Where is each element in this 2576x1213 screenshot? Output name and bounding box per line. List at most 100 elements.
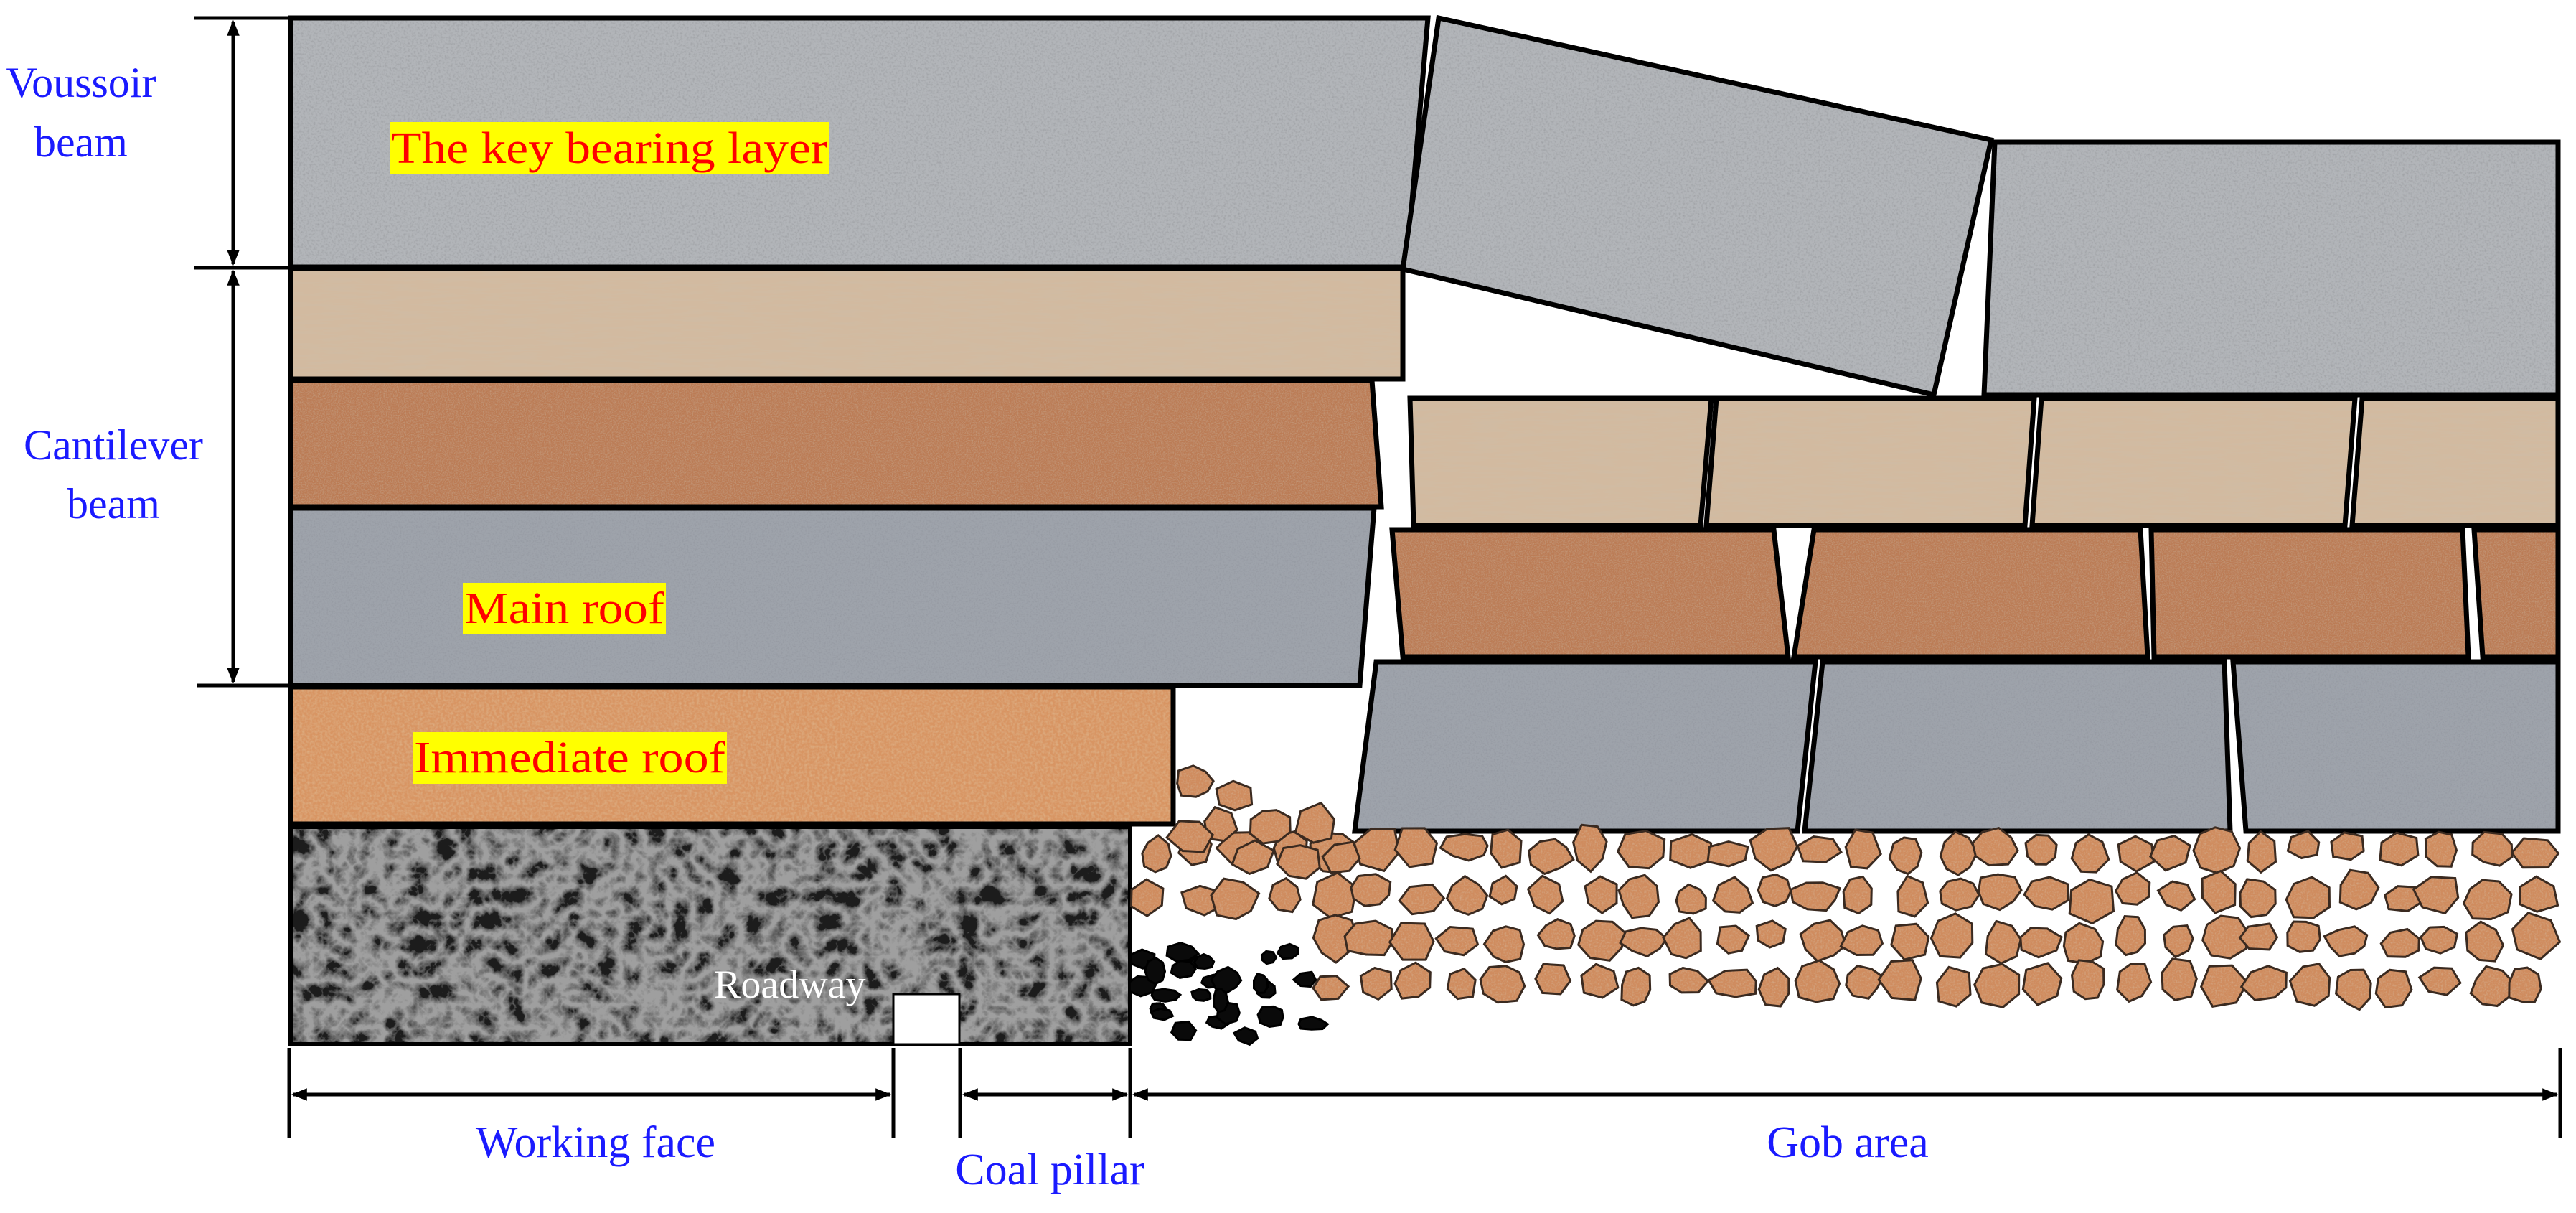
gob-rock-outline (1755, 919, 1787, 949)
gob-rock (2163, 925, 2194, 957)
gob-rock-outline (2070, 959, 2105, 1001)
gob-rock-outline (1716, 924, 1751, 955)
gob-rock (1790, 882, 1841, 911)
gob-rock (2472, 832, 2513, 866)
gob-rock (1295, 802, 1335, 843)
gob-rock-outline (1534, 963, 1572, 996)
gob-rock-outline (1877, 959, 1922, 1001)
gob-rock (1480, 965, 1525, 1003)
gob-rock-outline (1294, 801, 1336, 844)
gob-rock (1758, 874, 1791, 907)
gob-rock (2420, 927, 2458, 954)
gob-rock (1447, 968, 1476, 999)
coal-fragment-outline (1150, 1007, 1175, 1021)
gob-rock-outline (1165, 820, 1215, 853)
gob-rock (1211, 879, 1259, 919)
gob-rock (2162, 958, 2197, 1001)
gob-rock (1399, 884, 1444, 914)
gob-rock (2202, 871, 2236, 913)
main-roof-label: Main roof (464, 584, 664, 633)
gob-rock (1940, 879, 1979, 911)
gob-rock-outline (2246, 830, 2277, 874)
gob-rock (2331, 832, 2364, 860)
gob-rock (2425, 832, 2457, 867)
gob-rock (1841, 925, 1883, 955)
gob-rock (1846, 965, 1884, 999)
coal-fragment-outline (1144, 956, 1167, 985)
coal-seam (288, 825, 1132, 1046)
gob-rock (1345, 921, 1393, 955)
gob-rock (1167, 820, 1213, 852)
gob-rock (2150, 835, 2191, 871)
coal-fragment (1167, 942, 1199, 962)
gob-rock (2239, 879, 2276, 917)
gob-rock-outline (1935, 965, 1972, 1008)
gob-rock (2194, 827, 2240, 874)
gob-rock (1312, 873, 1356, 918)
gob-rock-outline (2412, 876, 2460, 915)
gob-rock-outline (1312, 914, 1359, 964)
gob-rock-outline (2070, 833, 2110, 874)
gob-rock (2026, 835, 2057, 865)
gob-rock (1759, 968, 1789, 1006)
gob-rock (2381, 929, 2420, 957)
gob-rock (1354, 829, 1399, 871)
gob-rock-outline (1794, 959, 1841, 1003)
grey-block-row (1352, 659, 2561, 834)
voussoir-label-line1: Voussoir (6, 59, 156, 106)
gob-rock (1985, 921, 2021, 964)
gob-area-label: Gob area (1767, 1118, 1928, 1167)
gob-rock-outline (1141, 833, 1172, 874)
gob-rock (1708, 841, 1748, 866)
gob-rock (1142, 835, 1171, 872)
gob-rock-outline (1842, 875, 1873, 915)
gob-rock-outline (2374, 968, 2413, 1009)
gob-rock (2463, 880, 2512, 919)
gob-rock-outline (2023, 876, 2069, 911)
coal-fragment (1151, 1008, 1173, 1020)
gob-rock (2324, 926, 2367, 957)
gob-rock (1617, 830, 1665, 868)
gob-rock-outline (2288, 963, 2331, 1007)
gob-rock (1585, 876, 1617, 913)
gob-rock-outline (1668, 966, 1710, 994)
gob-rock (2419, 968, 2460, 996)
coal-fragment-outline (1193, 952, 1216, 970)
coal-fragment (1171, 960, 1196, 978)
cantilever-layer-brown (288, 378, 1384, 510)
gob-rock-outline (2335, 968, 2372, 1011)
coal-fragment (1213, 988, 1228, 1012)
gob-rock (1797, 836, 1841, 862)
gob-rock-outline (2021, 962, 2063, 1006)
gob-rock (1447, 876, 1487, 915)
gob-rock-outline (1231, 839, 1276, 876)
gob-rock-outline (1388, 922, 1435, 961)
gob-rock (1350, 874, 1391, 907)
coal-fragment (1261, 951, 1277, 964)
coal-fragment-outline (1165, 942, 1200, 963)
gob-rock (1312, 975, 1349, 1000)
gob-rock (1395, 963, 1431, 999)
gob-rock (2158, 881, 2195, 911)
gob-rock-outline (1977, 873, 2023, 912)
gob-rock (2336, 970, 2371, 1010)
gob-rock-outline (1929, 912, 1974, 959)
gob-rock (2072, 960, 2104, 999)
gob-rock (1879, 960, 1922, 1001)
gob-rock (1389, 923, 1434, 960)
coal-fragment (1191, 989, 1211, 1001)
gob-rock-outline (2379, 831, 2420, 867)
gob-rock (1250, 810, 1291, 844)
gob-rock (1931, 913, 1973, 958)
gob-rock-outline (1350, 873, 1392, 907)
cantilever-layer-light (288, 266, 1406, 382)
gob-rock (2069, 879, 2114, 924)
main-roof-label-highlight (463, 583, 666, 634)
gob-rock-outline (1580, 963, 1620, 999)
gob-rock-outline (1215, 779, 1254, 812)
key-layer-label: The key bearing layer (391, 124, 827, 173)
gob-rock-outline (2117, 835, 2155, 873)
coal-fragment (1258, 1006, 1283, 1027)
gob-rock (1843, 876, 1872, 914)
